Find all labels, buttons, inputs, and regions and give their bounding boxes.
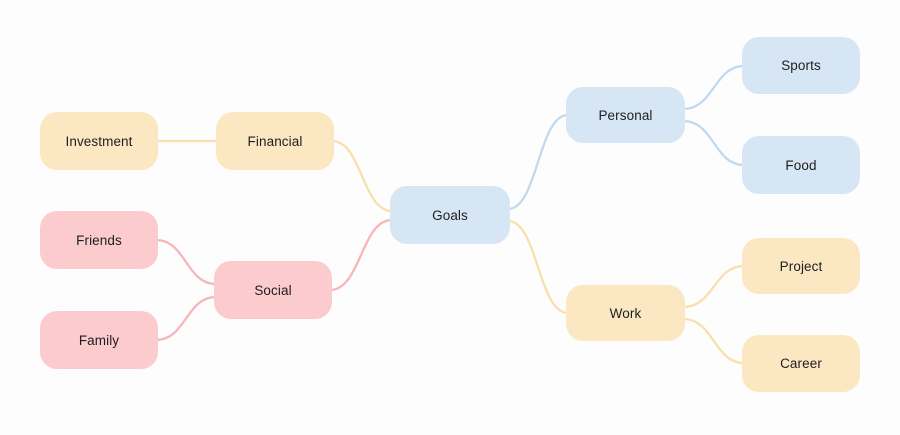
node-project[interactable]: Project bbox=[742, 238, 860, 294]
node-social[interactable]: Social bbox=[214, 261, 332, 319]
node-investment[interactable]: Investment bbox=[40, 112, 158, 170]
node-personal[interactable]: Personal bbox=[566, 87, 685, 143]
edge-goals-work bbox=[506, 219, 570, 315]
node-family[interactable]: Family bbox=[40, 311, 158, 369]
edge-family-social bbox=[154, 295, 218, 342]
edge-work-project bbox=[681, 264, 746, 309]
edge-work-career bbox=[681, 317, 746, 365]
node-food[interactable]: Food bbox=[742, 136, 860, 194]
node-work[interactable]: Work bbox=[566, 285, 685, 341]
edge-social-goals bbox=[328, 218, 394, 292]
edge-personal-sports bbox=[681, 64, 746, 111]
node-friends[interactable]: Friends bbox=[40, 211, 158, 269]
node-sports[interactable]: Sports bbox=[742, 37, 860, 94]
edge-financial-goals bbox=[330, 139, 394, 213]
edge-goals-personal bbox=[506, 113, 570, 211]
edge-friends-social bbox=[154, 238, 218, 286]
node-career[interactable]: Career bbox=[742, 335, 860, 392]
node-goals[interactable]: Goals bbox=[390, 186, 510, 244]
node-financial[interactable]: Financial bbox=[216, 112, 334, 170]
edge-personal-food bbox=[681, 119, 746, 167]
